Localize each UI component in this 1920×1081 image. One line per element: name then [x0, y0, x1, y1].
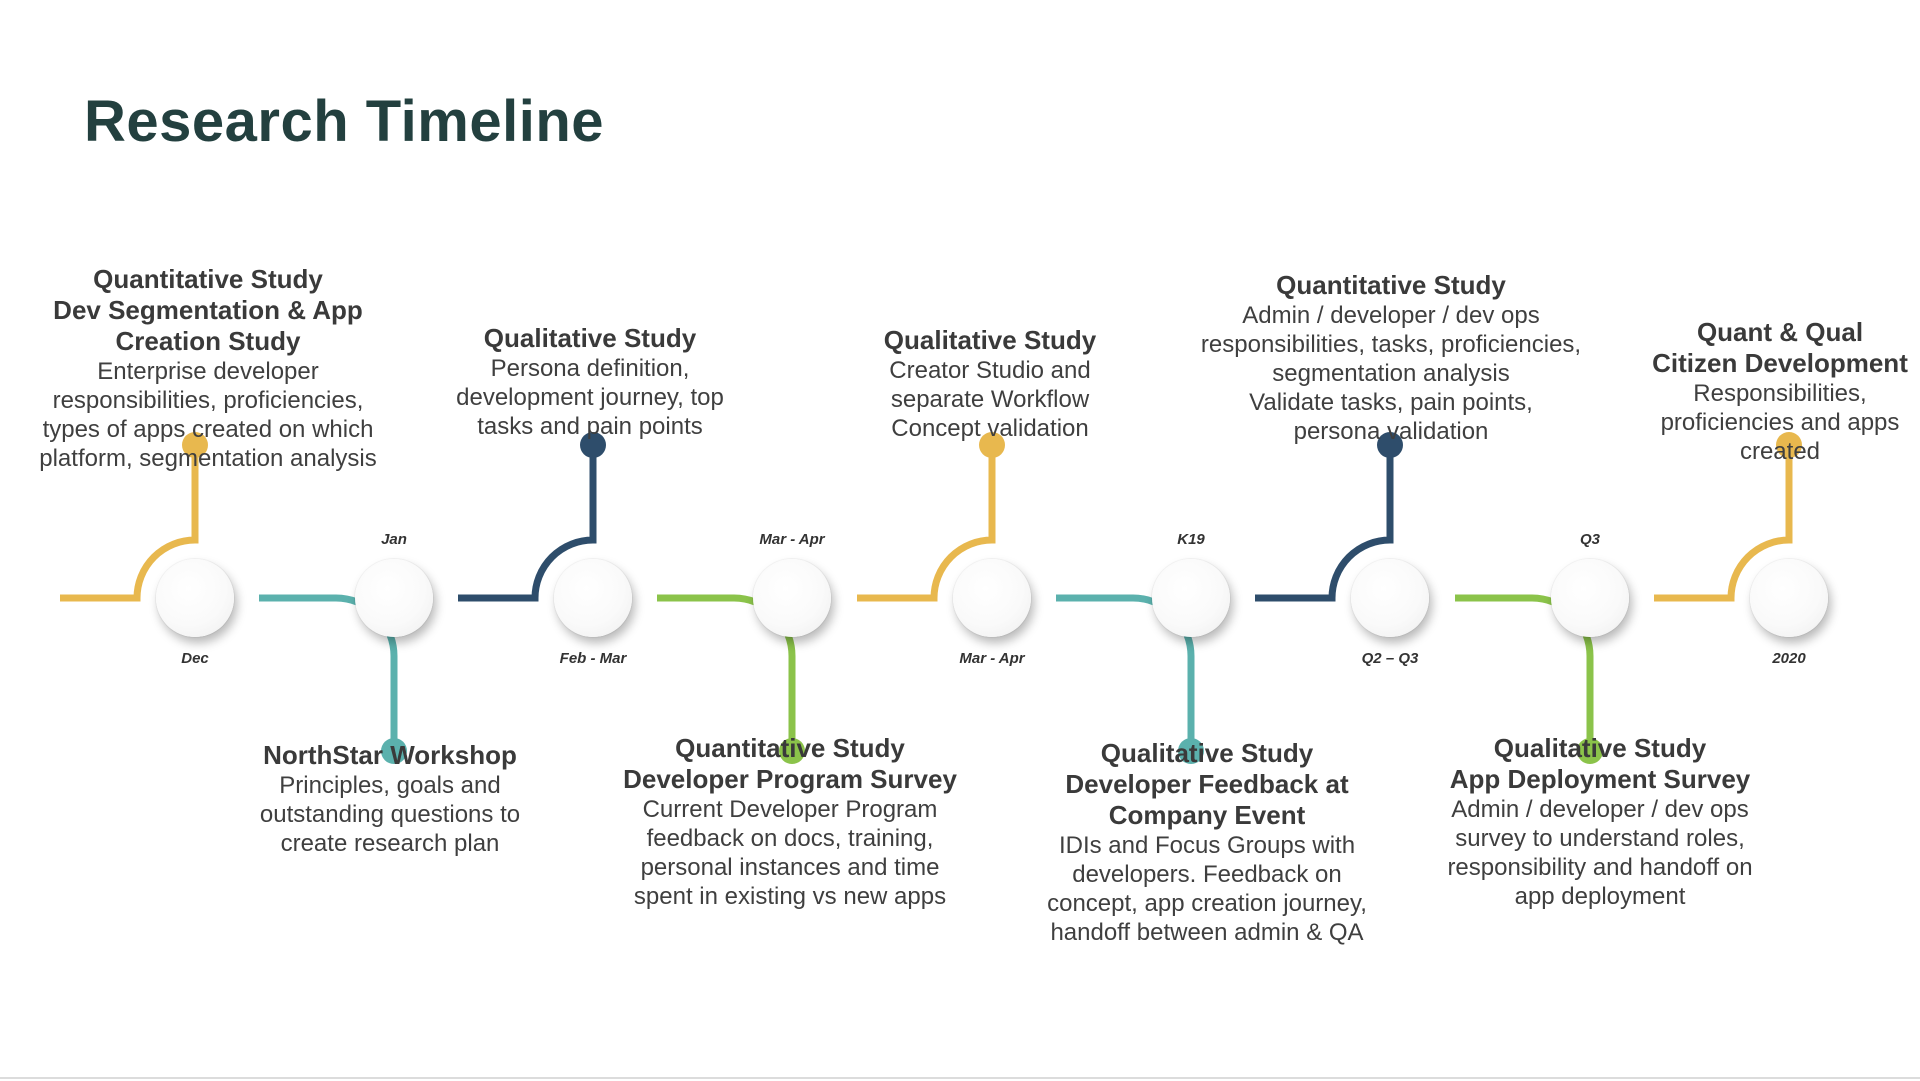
milestone-node	[1551, 559, 1629, 637]
study-title: Qualitative Study Developer Feedback at …	[1065, 738, 1349, 830]
study-title: Quantitative Study Developer Program Sur…	[623, 733, 957, 794]
milestone-dot	[779, 738, 805, 764]
study-title: Qualitative Study App Deployment Survey	[1449, 733, 1751, 794]
milestone-date: Mar - Apr	[759, 531, 825, 548]
milestone-dot	[182, 432, 208, 458]
milestone-date: Dec	[181, 650, 209, 667]
page-title: Research Timeline	[84, 89, 605, 154]
milestone-dot	[381, 738, 407, 764]
milestone-node	[1750, 559, 1828, 637]
study-title: Qualitative Study	[883, 325, 1097, 355]
connector-line	[1255, 445, 1394, 602]
milestone-dot	[1178, 738, 1204, 764]
milestone-node	[753, 559, 831, 637]
study-title: Qualitative Study	[483, 323, 697, 353]
study-title: Quantitative Study	[1276, 270, 1506, 300]
study-description: Admin / developer / dev ops responsibili…	[1200, 302, 1582, 445]
milestone-dot	[1776, 432, 1802, 458]
study-block: Quantitative Study Dev Segmentation & Ap…	[8, 264, 408, 473]
study-title: Quantitative Study Dev Segmentation & Ap…	[53, 264, 363, 356]
milestone-dot	[1377, 432, 1403, 458]
study-block: Quantitative Study Developer Program Sur…	[610, 733, 970, 911]
study-description: Admin / developer / dev ops survey to un…	[1447, 796, 1753, 910]
study-description: Creator Studio and separate Workflow Con…	[889, 357, 1091, 442]
connector-line	[458, 445, 597, 602]
study-description: IDIs and Focus Groups with developers. F…	[1047, 832, 1367, 946]
milestone-date: Feb - Mar	[559, 650, 627, 667]
milestone-date: Q3	[1579, 531, 1600, 548]
study-description: Current Developer Program feedback on do…	[633, 796, 947, 910]
study-block: Qualitative Study Developer Feedback at …	[1007, 738, 1407, 947]
milestone-date: 2020	[1772, 650, 1806, 667]
bottom-divider	[0, 1077, 1920, 1079]
milestone-dot	[979, 432, 1005, 458]
milestone-date: Jan	[381, 531, 407, 548]
milestone-dot	[1577, 738, 1603, 764]
milestone-node	[554, 559, 632, 637]
connector-line	[1654, 445, 1793, 602]
milestone-node	[953, 559, 1031, 637]
milestone-date: Mar - Apr	[959, 650, 1025, 667]
milestone-node	[355, 559, 433, 637]
study-description: Persona definition, development journey,…	[456, 355, 724, 440]
milestone-date: K19	[1177, 531, 1205, 548]
milestone-date: Q2 – Q3	[1361, 650, 1419, 667]
study-description: Principles, goals and outstanding questi…	[259, 772, 521, 857]
study-title: NorthStar Workshop	[263, 740, 517, 770]
milestone-dot	[580, 432, 606, 458]
study-title: Quant & Qual Citizen Development	[1652, 317, 1908, 378]
milestone-node	[1152, 559, 1230, 637]
study-description: Enterprise developer responsibilities, p…	[39, 358, 377, 472]
connector-line	[857, 445, 996, 602]
milestone-node	[1351, 559, 1429, 637]
connector-line	[60, 445, 199, 602]
milestone-node	[156, 559, 234, 637]
study-description: Responsibilities, proficiencies and apps…	[1660, 380, 1900, 465]
